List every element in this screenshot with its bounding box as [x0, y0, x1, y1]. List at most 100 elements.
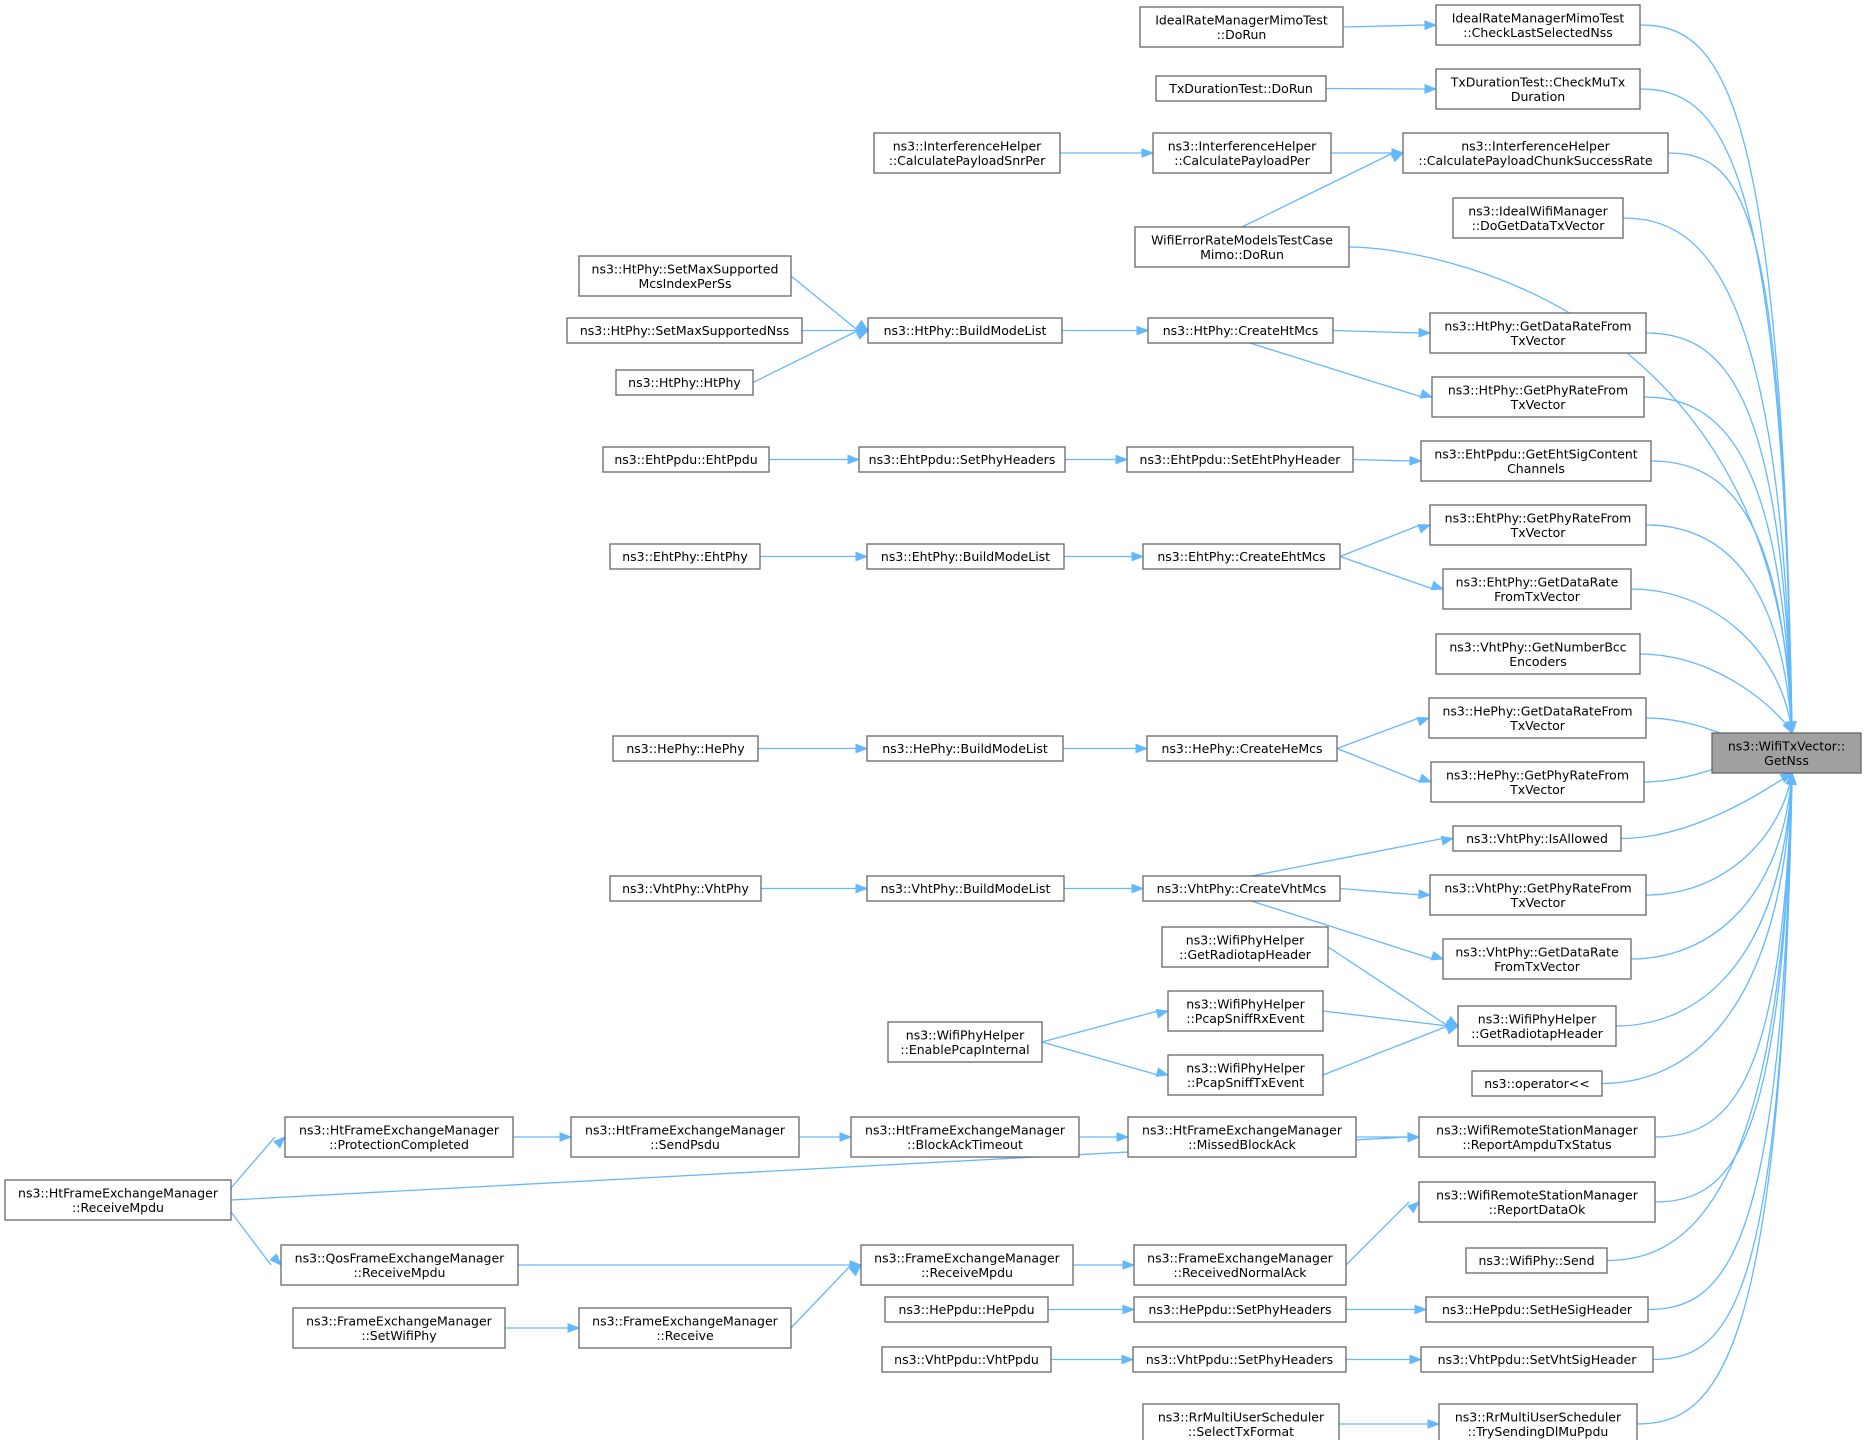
node-qosfem-receivempdu[interactable]: ns3::QosFrameExchangeManager::ReceiveMpd…	[280, 1244, 519, 1286]
node-he-hephy[interactable]: ns3::HePhy::HePhy	[612, 735, 759, 762]
node-label: ::ReceiveMpdu	[354, 1265, 446, 1280]
node-box	[280, 1244, 519, 1286]
edge-ht-getphy-to-getnss	[1643, 396, 1793, 734]
node-ht-setmaxnss[interactable]: ns3::HtPhy::SetMaxSupportedNss	[566, 317, 803, 344]
node-idealmimo-dorun[interactable]: IdealRateManagerMimoTest::DoRun	[1139, 6, 1344, 48]
node-fem-setwifiphy[interactable]: ns3::FrameExchangeManager::SetWifiPhy	[292, 1307, 506, 1349]
node-heppdu-setphy[interactable]: ns3::HePpdu::SetPhyHeaders	[1133, 1296, 1347, 1323]
node-wifiphy-send[interactable]: ns3::WifiPhy::Send	[1465, 1247, 1608, 1274]
node-label: ns3::FrameExchangeManager	[592, 1313, 778, 1328]
node-htfem-missed[interactable]: ns3::HtFrameExchangeManager::MissedBlock…	[1127, 1116, 1357, 1158]
node-idealwifi-dogetdata[interactable]: ns3::IdealWifiManager::DoGetDataTxVector	[1452, 197, 1624, 239]
edge-arrowhead	[269, 1253, 282, 1267]
edge-eht-createmcs-to-eht-getdata	[1339, 555, 1434, 590]
node-label: ns3::VhtPpdu::SetVhtSigHeader	[1438, 1352, 1638, 1367]
node-wph-rxevent[interactable]: ns3::WifiPhyHelper::PcapSniffRxEvent	[1167, 990, 1324, 1032]
edge-arrowhead	[1115, 454, 1129, 465]
node-ht-buildmode[interactable]: ns3::HtPhy::BuildModeList	[867, 317, 1063, 344]
node-eht-ehtphy[interactable]: ns3::EhtPhy::EhtPhy	[609, 543, 761, 570]
edge-eht-getdata-to-getnss	[1630, 588, 1793, 734]
node-fem-normalack[interactable]: ns3::FrameExchangeManager::ReceivedNorma…	[1133, 1244, 1347, 1286]
node-he-createmcs[interactable]: ns3::HePhy::CreateHeMcs	[1146, 735, 1338, 762]
node-box	[1457, 1005, 1617, 1047]
node-label: ns3::HtPhy::SetMaxSupported	[592, 261, 779, 276]
node-label: WifiErrorRateModelsTestCase	[1151, 232, 1333, 247]
node-eht-createmcs[interactable]: ns3::EhtPhy::CreateEhtMcs	[1142, 543, 1341, 570]
node-label: Channels	[1507, 461, 1565, 476]
node-idealmimo-check[interactable]: IdealRateManagerMimoTest::CheckLastSelec…	[1435, 4, 1641, 46]
edge-arrowhead	[1131, 551, 1145, 562]
node-htfem-sendpsdu[interactable]: ns3::HtFrameExchangeManager::SendPsdu	[570, 1116, 800, 1158]
node-vhtppdu-setvhtsig[interactable]: ns3::VhtPpdu::SetVhtSigHeader	[1420, 1346, 1654, 1373]
node-box	[1139, 6, 1344, 48]
node-label: ns3::HePpdu::SetHeSigHeader	[1442, 1302, 1633, 1317]
node-ih-per[interactable]: ns3::InterferenceHelper::CalculatePayloa…	[1152, 132, 1332, 174]
node-label: ::SetWifiPhy	[361, 1328, 437, 1343]
node-rr-trysending[interactable]: ns3::RrMultiUserScheduler::TrySendingDlM…	[1438, 1403, 1638, 1440]
node-heppdu-sethesig[interactable]: ns3::HePpdu::SetHeSigHeader	[1425, 1296, 1649, 1323]
node-vhtppdu-vhtppdu[interactable]: ns3::VhtPpdu::VhtPpdu	[881, 1346, 1052, 1373]
node-htfem-protection[interactable]: ns3::HtFrameExchangeManager::ProtectionC…	[284, 1116, 514, 1158]
node-box	[1465, 1247, 1608, 1274]
node-wph-getradiotap-r[interactable]: ns3::WifiPhyHelper::GetRadiotapHeader	[1457, 1005, 1617, 1047]
node-fem-receive[interactable]: ns3::FrameExchangeManager::Receive	[578, 1307, 792, 1349]
node-vht-buildmode[interactable]: ns3::VhtPhy::BuildModeList	[866, 875, 1065, 902]
node-ehtppdu-setehtphy[interactable]: ns3::EhtPpdu::SetEhtPhyHeader	[1126, 446, 1354, 473]
node-ehtppdu-ehtppdu[interactable]: ns3::EhtPpdu::EhtPpdu	[602, 446, 770, 473]
node-ehtppdu-setphy[interactable]: ns3::EhtPpdu::SetPhyHeaders	[858, 446, 1066, 473]
node-fem-receivempdu[interactable]: ns3::FrameExchangeManager::ReceiveMpdu	[860, 1244, 1074, 1286]
nodes-layer: ns3::WifiTxVector::GetNss IdealRateManage…	[4, 4, 1862, 1440]
node-label: ns3::HtFrameExchangeManager	[299, 1122, 500, 1137]
edge-htfem-receivempdu-to-htfem-protection	[230, 1136, 276, 1189]
node-wph-txevent[interactable]: ns3::WifiPhyHelper::PcapSniffTxEvent	[1167, 1054, 1324, 1096]
node-box	[1418, 1181, 1656, 1223]
node-operator-lshift[interactable]: ns3::operator<<	[1471, 1070, 1603, 1097]
edge-eht-getphy-to-getnss	[1645, 524, 1793, 734]
node-wph-getradiotap-l[interactable]: ns3::WifiPhyHelper::GetRadiotapHeader	[1161, 926, 1329, 968]
edge-wrsm-ampdu-to-getnss	[1654, 772, 1793, 1138]
node-label: ::DoGetDataTxVector	[1472, 218, 1606, 233]
node-label: ns3::EhtPpdu::SetPhyHeaders	[869, 452, 1056, 467]
node-box	[866, 735, 1064, 762]
node-he-buildmode[interactable]: ns3::HePhy::BuildModeList	[866, 735, 1064, 762]
node-eht-buildmode[interactable]: ns3::EhtPhy::BuildModeList	[866, 543, 1065, 570]
node-ih-chunk[interactable]: ns3::InterferenceHelper::CalculatePayloa…	[1402, 132, 1669, 174]
node-getnss[interactable]: ns3::WifiTxVector::GetNss	[1711, 732, 1862, 774]
node-vht-createmcs[interactable]: ns3::VhtPhy::CreateVhtMcs	[1142, 875, 1341, 902]
node-label: TxVector	[1509, 782, 1566, 797]
node-vhtppdu-setphy[interactable]: ns3::VhtPpdu::SetPhyHeaders	[1132, 1346, 1347, 1373]
node-wph-enablepcap[interactable]: ns3::WifiPhyHelper::EnablePcapInternal	[887, 1021, 1043, 1063]
node-heppdu-heppdu[interactable]: ns3::HePpdu::HePpdu	[884, 1296, 1049, 1323]
node-label: ns3::WifiPhyHelper	[1186, 1060, 1305, 1075]
node-htfem-blockack[interactable]: ns3::HtFrameExchangeManager::BlockAckTim…	[850, 1116, 1080, 1158]
edge-arrowhead	[1427, 1419, 1441, 1429]
node-box	[1442, 938, 1632, 980]
node-txdur-dorun[interactable]: TxDurationTest::DoRun	[1155, 75, 1327, 102]
node-label: ns3::HePhy::GetPhyRateFrom	[1446, 767, 1629, 782]
node-wrsm-ampdu[interactable]: ns3::WifiRemoteStationManager::ReportAmp…	[1418, 1116, 1656, 1158]
node-rr-selecttx[interactable]: ns3::RrMultiUserScheduler::SelectTxForma…	[1142, 1403, 1340, 1440]
node-ih-snrper[interactable]: ns3::InterferenceHelper::CalculatePayloa…	[873, 132, 1061, 174]
node-vht-vhtphy[interactable]: ns3::VhtPhy::VhtPhy	[609, 875, 762, 902]
node-wrsm-dataok[interactable]: ns3::WifiRemoteStationManager::ReportDat…	[1418, 1181, 1656, 1223]
node-label: ns3::HePhy::HePhy	[626, 741, 745, 756]
node-ht-htphy[interactable]: ns3::HtPhy::HtPhy	[615, 369, 754, 396]
node-ht-createmcs[interactable]: ns3::HtPhy::CreateHtMcs	[1147, 317, 1334, 344]
edge-wph-enablepcap-to-wph-txevent	[1041, 1041, 1159, 1076]
node-htfem-receivempdu[interactable]: ns3::HtFrameExchangeManager::ReceiveMpdu	[4, 1179, 232, 1221]
node-box	[566, 317, 803, 344]
node-vht-isallowed[interactable]: ns3::VhtPhy::IsAllowed	[1452, 825, 1622, 852]
